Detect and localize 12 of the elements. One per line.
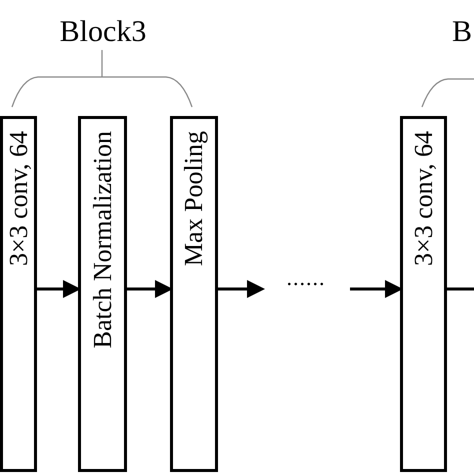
layer-box (170, 116, 218, 472)
layer-label: 3×3 conv, 64 (408, 131, 438, 266)
layer-label: Max Pooling (179, 131, 209, 266)
layer-label: Batch Normalization (88, 131, 118, 348)
layer-box (400, 116, 447, 472)
layer-label: 3×3 conv, 64 (4, 131, 34, 266)
ellipsis: ...... (286, 266, 326, 290)
group-label: Block3 (58, 14, 148, 50)
layer-box (78, 116, 127, 472)
layer-box (0, 116, 37, 472)
group-label: B (452, 14, 472, 50)
arrow (218, 280, 265, 298)
